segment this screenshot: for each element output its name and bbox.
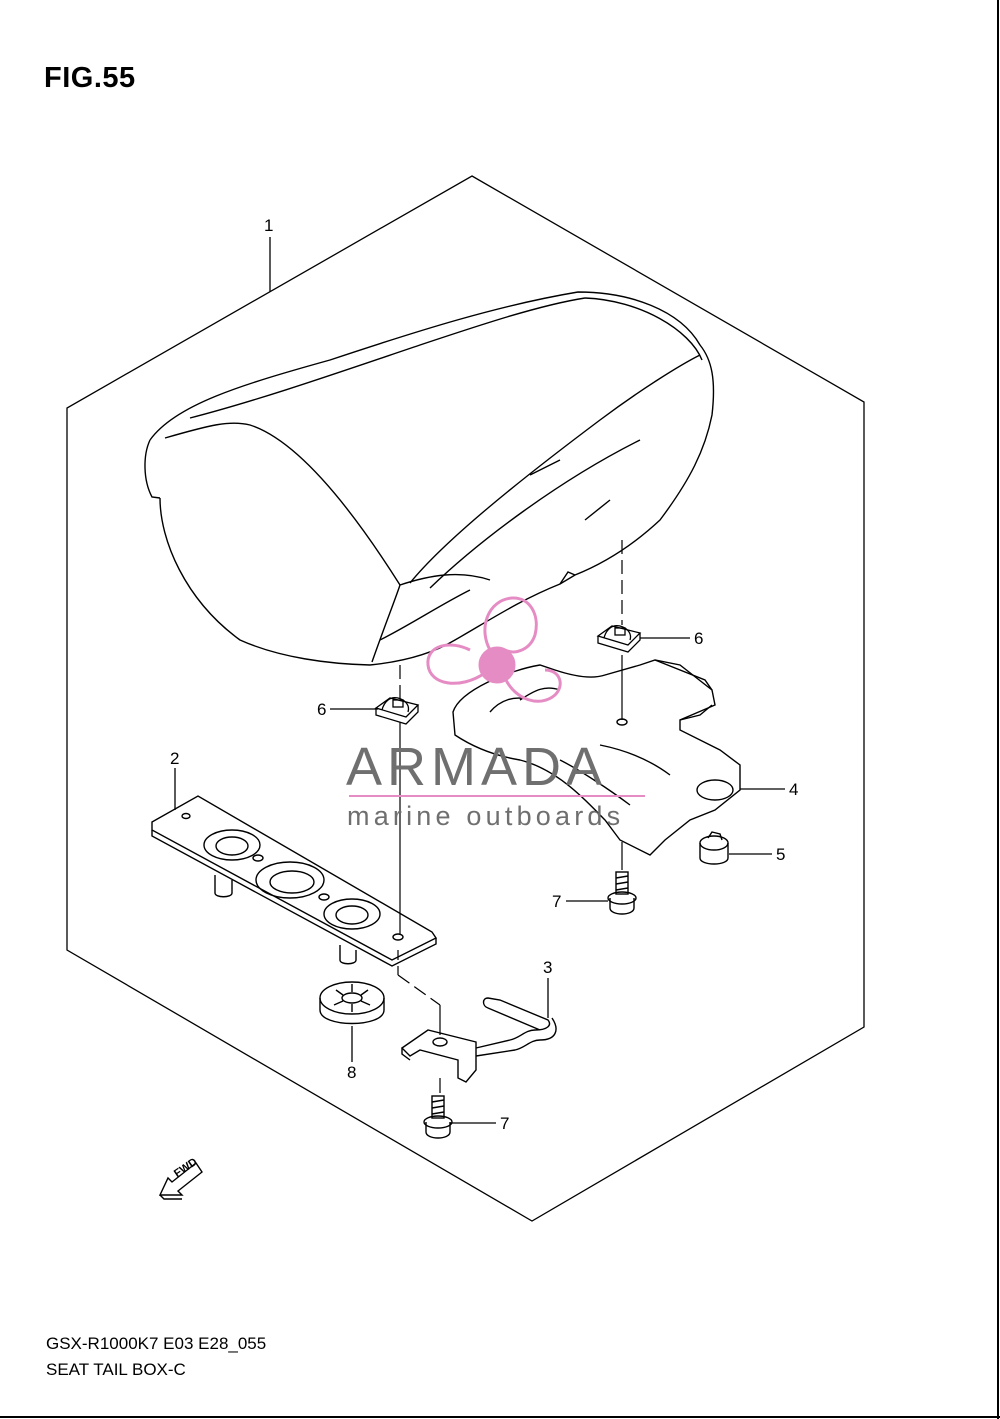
callout-7-lower: 7 [500,1114,510,1133]
model-code: GSX-R1000K7 E03 E28_055 [46,1334,267,1353]
watermark-propeller-icon [426,596,562,703]
seat-bracket-part-4 [452,659,741,856]
assembly-boundary-hexagon [66,175,865,1222]
callout-2: 2 [170,749,180,768]
bolt-part-7-upper [607,871,637,915]
diagram-caption: SEAT TAIL BOX-C [46,1360,186,1379]
callout-4: 4 [789,780,799,799]
callout-8: 8 [347,1063,357,1082]
seat-tail-cover-part-1 [144,291,715,666]
callout-6-left: 6 [317,700,327,719]
forward-arrow-icon [158,1161,203,1200]
clip-nut-part-6-left [374,696,420,725]
callout-5: 5 [776,845,786,864]
bolt-part-7-lower [423,1095,453,1139]
wire-clamp-part-3 [400,997,557,1083]
figure-title: FIG.55 [44,62,136,94]
clip-nut-part-6-right [596,624,642,653]
grommet-part-8 [319,981,385,1025]
mounting-plate-part-2 [151,795,438,967]
watermark-name: ARMADA [346,737,608,797]
callout-6-right: 6 [694,629,704,648]
callout-3: 3 [543,958,553,977]
rubber-cushion-part-5 [699,831,729,865]
callout-7-upper: 7 [552,892,562,911]
callout-1: 1 [264,216,274,235]
watermark-tagline: marine outboards [347,801,625,831]
